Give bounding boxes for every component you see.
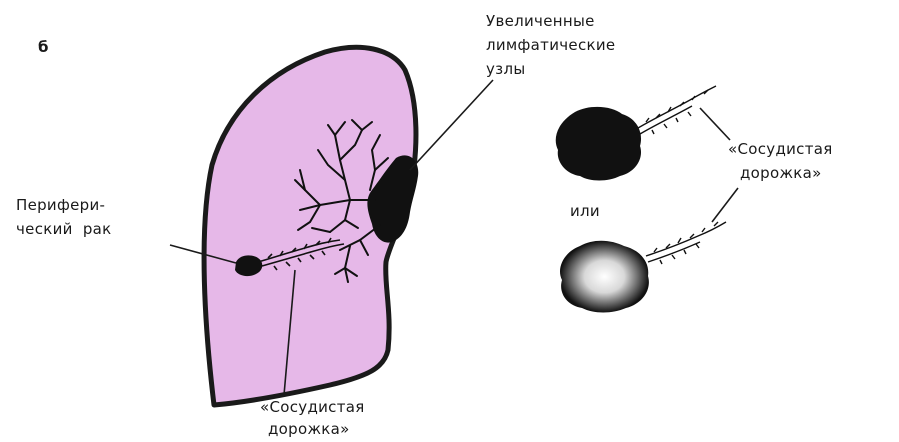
label-peripheral-cancer-line-1: Перифери- — [16, 196, 105, 215]
label-vascular-path-right-line-2: дорожка» — [740, 164, 822, 183]
vascular-path-upper — [638, 86, 716, 134]
nodule-solid — [556, 107, 641, 181]
panel-label: б — [38, 38, 49, 57]
label-vascular-path-right-line-1: «Сосудистая — [728, 140, 833, 159]
label-vascular-path-bottom-line-2: дорожка» — [268, 420, 350, 439]
label-lymph-nodes-line-3: узлы — [486, 60, 525, 79]
label-lymph-nodes-line-1: Увеличенные — [486, 12, 595, 31]
nodule-cavity — [560, 241, 649, 313]
label-or: или — [570, 202, 600, 221]
label-vascular-path-bottom-line-1: «Сосудистая — [260, 398, 365, 417]
vascular-path-lower — [646, 222, 726, 264]
label-peripheral-cancer-line-2: ческий рак — [16, 220, 112, 239]
label-lymph-nodes-line-2: лимфатические — [486, 36, 615, 55]
